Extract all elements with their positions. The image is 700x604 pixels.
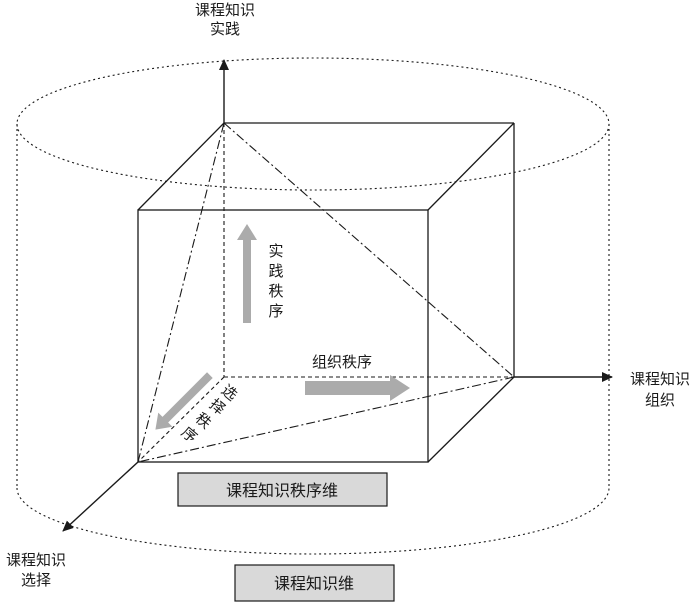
knowledge-dimension-box: 课程知识维 (234, 564, 395, 602)
organize-order-arrow (305, 375, 410, 401)
practice-order-label: 实 践 秩 序 (268, 242, 283, 320)
triangle-edge-top-right (223, 122, 515, 378)
svg-text:序: 序 (268, 302, 283, 320)
select-order-arrow (155, 372, 213, 430)
triangle-edge-left-top (137, 122, 225, 463)
practice-order-arrow (237, 224, 257, 323)
axis-select (62, 461, 139, 532)
organize-order-label: 组织秩序 (312, 353, 372, 371)
axis-label-organize-line2: 组织 (645, 391, 675, 409)
axis-label-select-line1: 课程知识 (6, 551, 66, 569)
cube-bottom-right-edge (427, 376, 515, 463)
axis-label-practice-line2: 实践 (210, 20, 240, 38)
cube (137, 122, 515, 463)
cube-front-face (137, 209, 429, 463)
outer-cylinder (16, 57, 610, 555)
knowledge-dimension-label: 课程知识维 (274, 574, 354, 593)
order-dimension-box: 课程知识秩序维 (177, 472, 388, 507)
axis-label-practice-line1: 课程知识 (195, 1, 255, 19)
cylinder-top-ellipse (16, 57, 610, 191)
cube-top-left-edge (137, 122, 225, 211)
triangle-edge-right-left (137, 376, 515, 463)
order-dimension-label: 课程知识秩序维 (226, 481, 338, 500)
svg-text:秩: 秩 (268, 282, 283, 300)
axis-label-select-line2: 选择 (21, 571, 51, 589)
svg-text:实: 实 (268, 242, 283, 260)
axis-label-organize-line1: 课程知识 (630, 370, 690, 388)
cube-top-right-edge (427, 122, 515, 211)
cube-hidden-depth-edge (137, 376, 225, 463)
svg-text:践: 践 (268, 262, 283, 280)
